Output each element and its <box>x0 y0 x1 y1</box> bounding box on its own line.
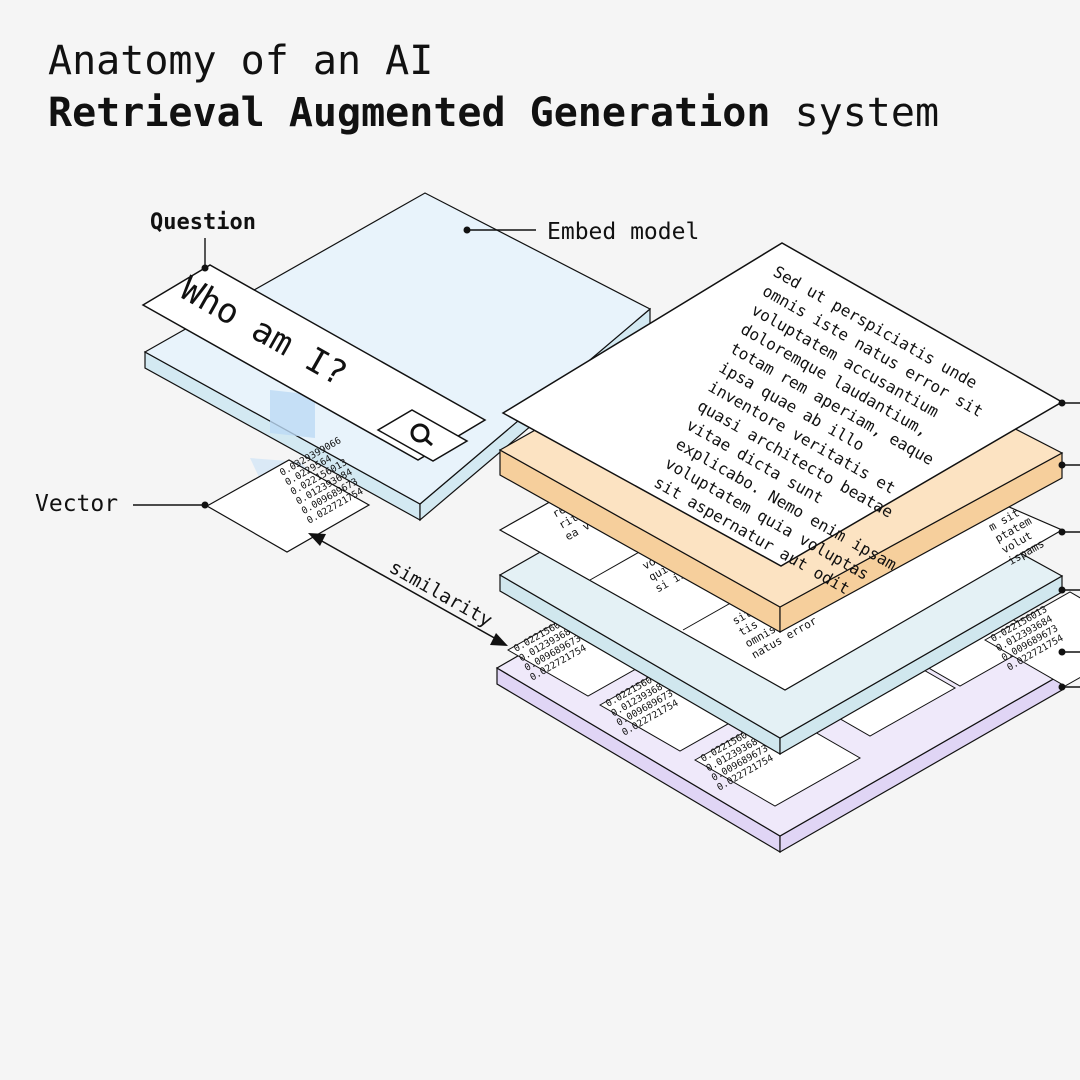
title-line-2: Retrieval Augmented Generation system <box>48 90 939 136</box>
query-vector-card-shape <box>205 459 371 553</box>
search-button[interactable] <box>376 409 469 462</box>
title-line-1: Anatomy of an AI <box>48 38 434 84</box>
title-rest-part: system <box>794 90 940 136</box>
projection-beam <box>270 390 315 438</box>
vector-label: Vector <box>35 491 118 517</box>
right-leaders <box>1058 399 1080 691</box>
similarity-arrowhead-start <box>308 533 326 546</box>
question-dot <box>201 264 209 272</box>
vector-dot <box>201 501 209 509</box>
similarity-label: similarity <box>386 556 496 631</box>
embed-model-label: Embed model <box>547 219 699 245</box>
vector-block <box>983 591 1080 687</box>
search-box-shape <box>141 264 487 461</box>
similarity-arrow: similarity <box>308 533 508 646</box>
embed-layer-top <box>143 192 652 505</box>
search-button-shape <box>376 409 469 462</box>
title-bold-part: Retrieval Augmented Generation <box>48 90 771 136</box>
similarity-arrowhead-end <box>490 633 508 646</box>
question-label: Question <box>150 210 256 235</box>
search-icon <box>410 423 433 447</box>
